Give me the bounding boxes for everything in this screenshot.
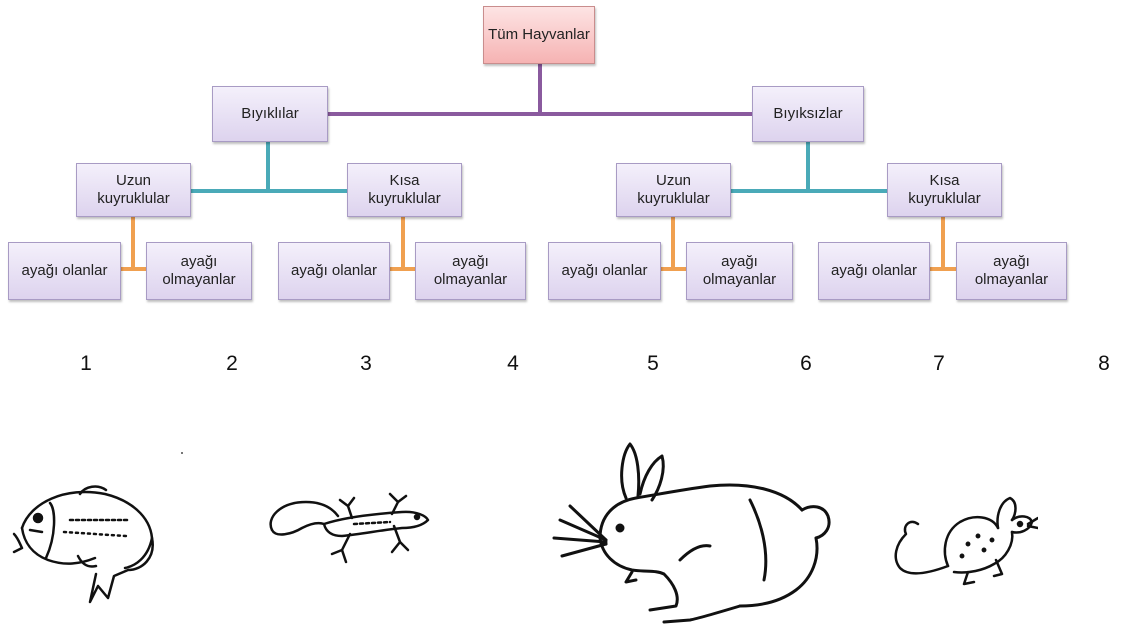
- level2-node-4: Kısa kuyruklular: [887, 163, 1002, 217]
- level2-node-1: Uzun kuyruklular: [76, 163, 191, 217]
- fish-icon: [10, 458, 170, 608]
- level3-node-6: ayağı olmayanlar: [686, 242, 793, 300]
- root-node: Tüm Hayvanlar: [483, 6, 595, 64]
- number-8: 8: [1089, 352, 1119, 376]
- number-4: 4: [498, 352, 528, 376]
- level3-node-8: ayağı olmayanlar: [956, 242, 1067, 300]
- level2-node-3: Uzun kuyruklular: [616, 163, 731, 217]
- level3-node-5: ayağı olanlar: [548, 242, 661, 300]
- level1-node-biyiklilar: Bıyıklılar: [212, 86, 328, 142]
- number-3: 3: [351, 352, 381, 376]
- level1-node-biyiksizlar: Bıyıksızlar: [752, 86, 864, 142]
- mouse-icon: [888, 488, 1038, 588]
- number-7: 7: [924, 352, 954, 376]
- level3-node-7: ayağı olanlar: [818, 242, 930, 300]
- level3-node-4: ayağı olmayanlar: [415, 242, 526, 300]
- number-5: 5: [638, 352, 668, 376]
- level3-node-3: ayağı olanlar: [278, 242, 390, 300]
- number-2: 2: [217, 352, 247, 376]
- rabbit-icon: [540, 440, 860, 630]
- number-6: 6: [791, 352, 821, 376]
- level2-node-2: Kısa kuyruklular: [347, 163, 462, 217]
- stray-dot: [181, 452, 183, 454]
- lizard-icon: [262, 488, 434, 578]
- level3-node-2: ayağı olmayanlar: [146, 242, 252, 300]
- level3-node-1: ayağı olanlar: [8, 242, 121, 300]
- number-1: 1: [71, 352, 101, 376]
